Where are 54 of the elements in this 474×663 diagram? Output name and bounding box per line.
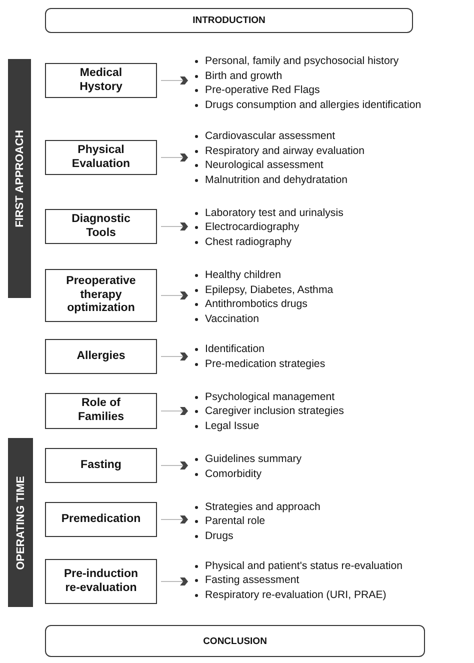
topic-box xyxy=(45,559,157,604)
bullet-item: Chest radiography xyxy=(192,234,472,250)
bullet-item: Respiratory re-evaluation (URI, PRAE) xyxy=(192,588,472,602)
bullet-item: Antithrombotics drugs xyxy=(192,297,472,312)
bullet-item: Healthy children xyxy=(192,268,472,282)
topic-box xyxy=(45,502,157,537)
bullet-item: Guidelines summary xyxy=(192,452,472,466)
bullet-item: Epilepsy, Diabetes, Asthma xyxy=(192,282,472,297)
band-label: FIRST APPROACH xyxy=(14,130,26,228)
topic-box xyxy=(45,209,157,244)
box-label: Allergies xyxy=(76,350,126,364)
bullet-item: Psychological management xyxy=(192,390,472,404)
topic-box xyxy=(45,269,157,322)
bullet-item: Fasting assessment xyxy=(192,573,472,588)
bullet-item: Drugs consumption and allergies identification xyxy=(192,98,472,112)
section-band xyxy=(8,59,31,298)
bullet-item: Caregiver inclusion strategies xyxy=(192,404,472,419)
bullet-item: Malnutrition and dehydratation xyxy=(192,172,472,187)
topic-box xyxy=(45,339,157,374)
box-label: Role of Families xyxy=(76,397,126,425)
bullet-item: Parental role xyxy=(192,514,472,529)
topic-box xyxy=(45,63,157,98)
box-label: Medical Hystory xyxy=(78,66,124,94)
bullet-item: Personal, family and psychosocial history xyxy=(192,54,472,68)
bullet-item: Pre-operative Red Flags xyxy=(192,83,472,98)
box-label: INTRODUCTION xyxy=(192,15,266,26)
bullet-item: Laboratory test and urinalysis xyxy=(192,206,472,220)
bullet-item: Identification xyxy=(192,342,472,356)
bullet-item: Neurological assessment xyxy=(192,158,472,172)
bullet-item: Legal Issue xyxy=(192,418,472,434)
topic-box xyxy=(45,448,157,483)
box-label: Pre-induction re-evaluation xyxy=(62,568,140,596)
bullet-item: Electrocardiography xyxy=(192,220,472,235)
bullet-item: Cardiovascular assessment xyxy=(192,129,472,144)
bullet-item: Birth and growth xyxy=(192,68,472,83)
section-band xyxy=(8,438,33,607)
topic-box xyxy=(45,140,157,175)
box-label: Preoperative therapy optimization xyxy=(65,274,137,316)
box-label: Premedication xyxy=(61,512,141,526)
topic-box xyxy=(45,393,157,429)
box-label: Physical Evaluation xyxy=(70,144,132,172)
bullet-item: Strategies and approach xyxy=(192,500,472,514)
bullet-item: Physical and patient's status re-evaluation xyxy=(192,558,472,574)
stage-box xyxy=(45,8,413,33)
bullet-item: Drugs xyxy=(192,528,472,544)
stage-box xyxy=(45,625,425,657)
band-label: OPERATING TIME xyxy=(14,476,26,570)
bullet-item: Vaccination xyxy=(192,312,472,326)
box-label: CONCLUSION xyxy=(203,636,267,646)
box-label: Fasting xyxy=(80,458,122,472)
bullet-item: Pre-medication strategies xyxy=(192,356,472,371)
box-label: Diagnostic Tools xyxy=(70,212,132,240)
bullet-item: Comorbidity xyxy=(192,466,472,481)
bullet-item: Respiratory and airway evaluation xyxy=(192,144,472,158)
